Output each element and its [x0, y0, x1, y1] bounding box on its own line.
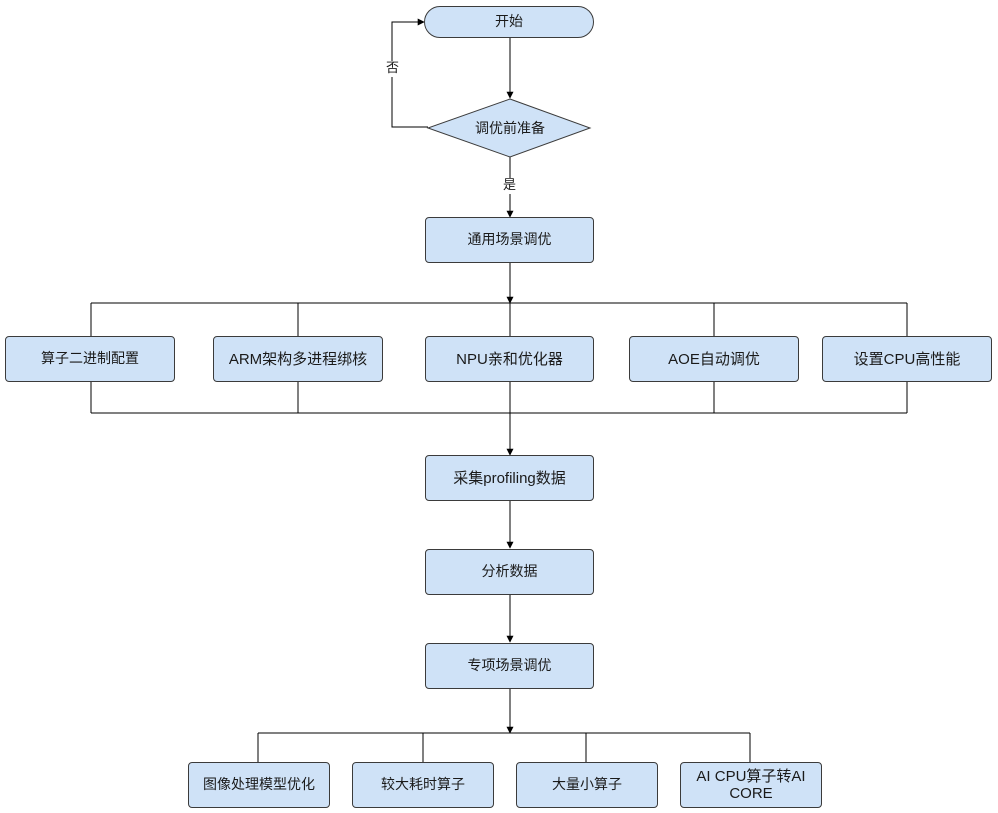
analyze-data-node: 分析数据: [425, 549, 594, 595]
special-item-image-model: 图像处理模型优化: [188, 762, 330, 808]
special-item-aicpu-to-aicore: AI CPU算子转AI CORE: [680, 762, 822, 808]
general-item-cpu-performance: 设置CPU高性能: [822, 336, 992, 382]
general-item-npu-optimizer: NPU亲和优化器: [425, 336, 594, 382]
edge-label-no: 否: [384, 61, 402, 77]
special-item-many-small-operators: 大量小算子: [516, 762, 658, 808]
general-item-arm-core-binding: ARM架构多进程绑核: [213, 336, 383, 382]
general-item-binary-config: 算子二进制配置: [5, 336, 175, 382]
edge-label-yes: 是: [501, 178, 519, 194]
decision-diamond: [426, 98, 592, 158]
decision-label: 调优前准备: [475, 121, 545, 137]
special-tuning-node: 专项场景调优: [425, 643, 594, 689]
collect-profiling-node: 采集profiling数据: [425, 455, 594, 501]
general-tuning-node: 通用场景调优: [425, 217, 594, 263]
start-node: 开始: [424, 6, 594, 38]
special-item-heavy-operators: 较大耗时算子: [352, 762, 494, 808]
general-item-aoe-autotune: AOE自动调优: [629, 336, 799, 382]
